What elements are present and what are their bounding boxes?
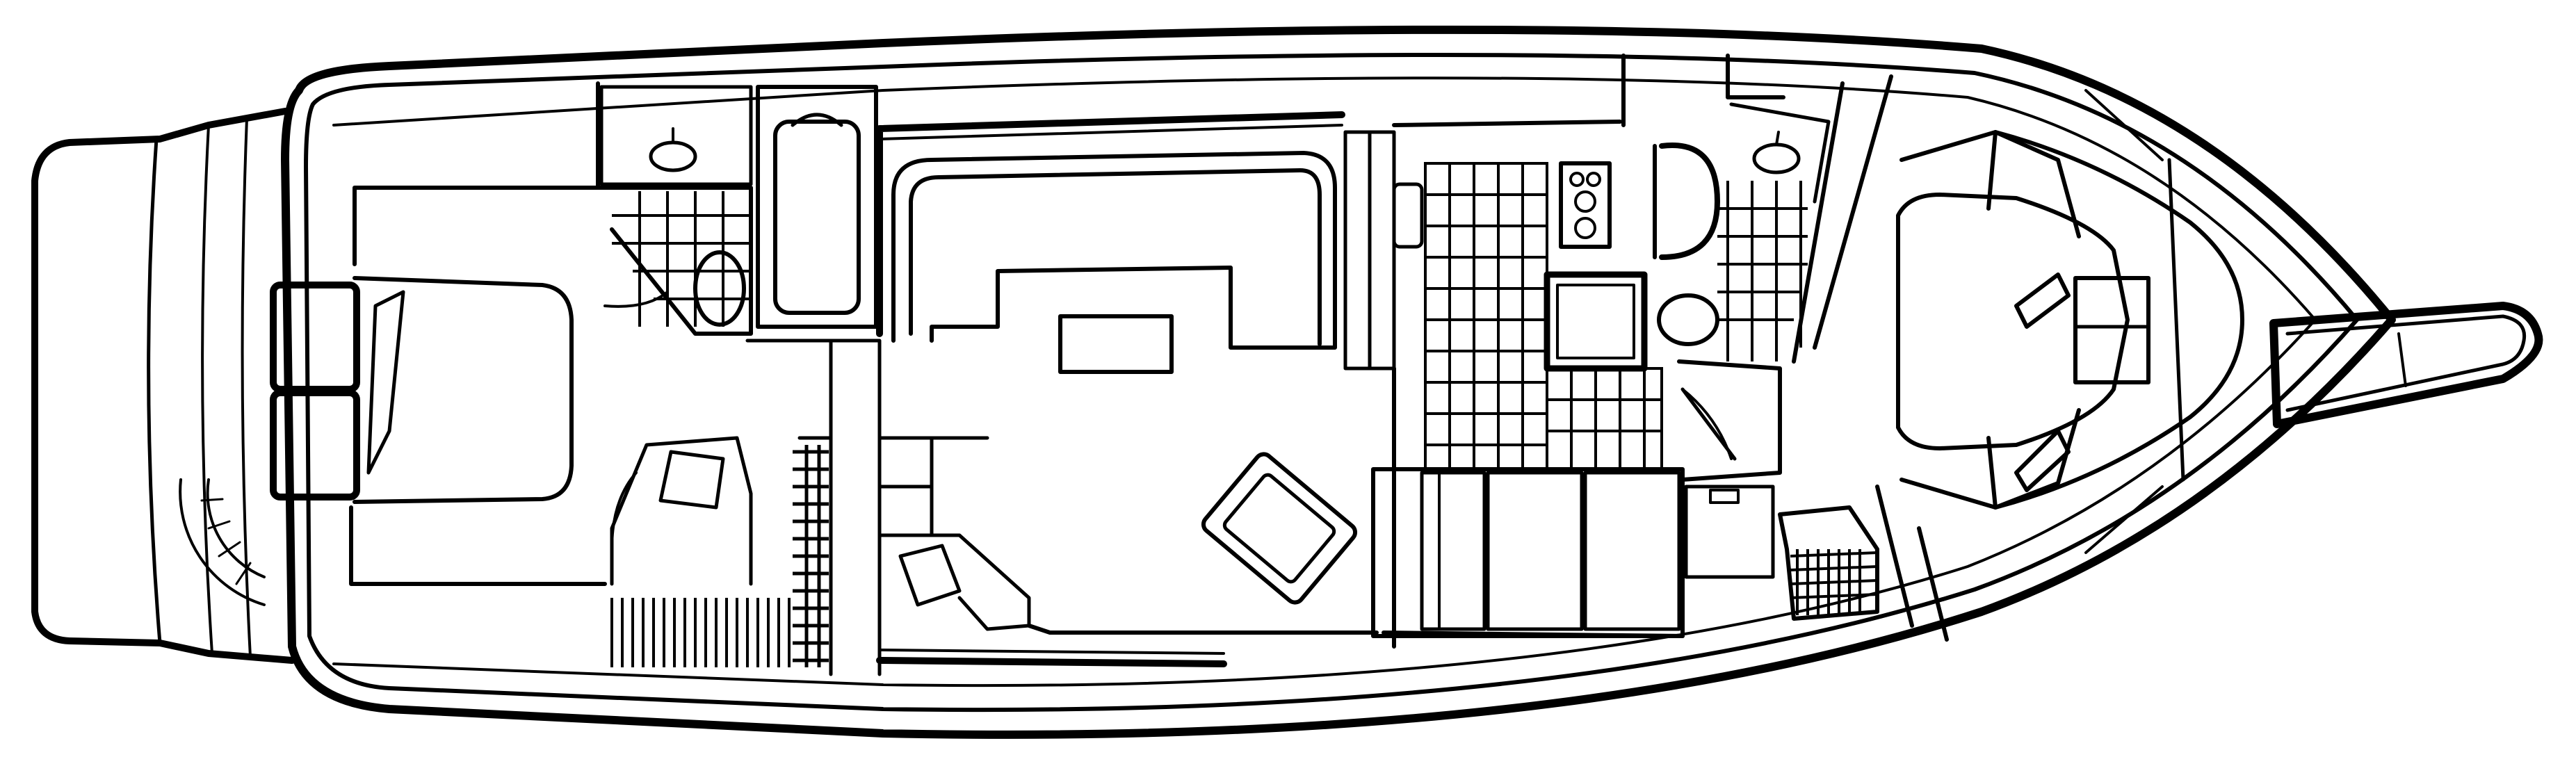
transom-door <box>270 282 360 501</box>
galley-walls <box>1382 120 1685 649</box>
companionway-stairs <box>610 339 989 676</box>
aft-stateroom-walls <box>349 186 607 586</box>
washer-dryer <box>1684 485 1775 579</box>
forward-head-walls <box>1621 54 1785 482</box>
salon-walls <box>876 111 1345 667</box>
refrigerator <box>1544 271 1648 372</box>
bedspread-fold <box>366 290 405 475</box>
wardrobe <box>610 436 753 586</box>
settee-back <box>909 168 1322 346</box>
aft-bed <box>353 276 574 504</box>
shower <box>756 85 878 329</box>
end-table <box>877 533 1031 631</box>
forward-sink <box>1752 143 1801 174</box>
bow-pulpit <box>2269 302 2543 428</box>
dinette <box>1371 467 1685 638</box>
forward-step-frame <box>1778 505 1879 621</box>
l-shaped-settee <box>891 151 1337 350</box>
aft-stateroom <box>349 186 753 586</box>
forward-stateroom <box>1792 74 2244 642</box>
wardrobe-door-arc <box>610 471 638 551</box>
salon <box>876 111 1379 667</box>
bow-locker-lines <box>2084 89 2164 554</box>
transom-line <box>201 124 213 655</box>
head-floor-tiles <box>1717 181 1808 361</box>
salon-step <box>877 436 989 537</box>
dinette-seat <box>1486 471 1584 631</box>
transom-line <box>241 117 252 658</box>
forward-toilet <box>1657 293 1719 346</box>
swim-platform-outline <box>31 108 295 664</box>
sink-faucet <box>1775 131 1780 146</box>
aft-head-walls <box>596 81 753 336</box>
bow-sprit <box>2269 302 2543 428</box>
swim-ladder-arc <box>206 478 266 578</box>
forward-stateroom-walls <box>1792 74 1949 642</box>
stair-treads <box>793 445 829 667</box>
v-berth-headboard <box>1986 130 2081 510</box>
forward-head <box>1621 54 1831 579</box>
refrigerator-inner <box>1556 284 1635 359</box>
bow-sprit-center <box>2397 332 2407 387</box>
swim-ladder-arc <box>179 478 266 606</box>
stair-hatching <box>610 598 791 667</box>
transom-seat-bottom <box>270 389 360 501</box>
forward-stairs <box>1778 505 1879 621</box>
vanity-counter <box>1729 102 1831 204</box>
cabinet-sink <box>1392 182 1424 249</box>
galley <box>1382 120 1685 649</box>
v-berth-mattress <box>1896 193 2130 450</box>
shower-door <box>1659 143 1720 260</box>
swim-platform <box>31 108 295 664</box>
swim-ladder-rungs <box>200 498 252 585</box>
washer-handle <box>1709 489 1740 504</box>
head-door <box>1680 387 1737 461</box>
bulkhead-cabinet <box>1343 130 1424 371</box>
v-berth-outline <box>1899 130 2244 510</box>
galley-floor-tiles <box>1424 162 1663 471</box>
pillow <box>2014 272 2071 492</box>
dinette-seat <box>1420 471 1487 631</box>
transom-line <box>147 137 162 645</box>
nightstand <box>2073 276 2150 384</box>
bow-bulkhead <box>2167 158 2185 482</box>
shower-tub <box>773 120 861 315</box>
burner <box>1569 172 1585 187</box>
salon-wall-inner <box>878 124 1343 655</box>
salon-floor-edge <box>1027 624 1379 635</box>
floor-tiles <box>612 191 750 327</box>
forward-step-hatch <box>1790 549 1878 615</box>
dinette-frame <box>1371 467 1685 638</box>
hull-inner <box>304 53 2359 713</box>
burner <box>1574 217 1596 239</box>
burner <box>1574 190 1596 213</box>
toilet <box>693 250 746 327</box>
vanity <box>599 85 753 186</box>
sink <box>649 140 697 172</box>
coffee-table <box>1058 314 1174 374</box>
dinette-seat <box>1583 471 1681 631</box>
aft-head <box>596 81 753 336</box>
burner <box>1586 172 1601 187</box>
armchair <box>1201 452 1358 605</box>
head-door-arc <box>604 291 669 308</box>
bow-sprit-inner <box>2285 314 2527 412</box>
shower-head <box>791 113 843 127</box>
stovetop <box>1559 161 1612 249</box>
stair-frame <box>745 339 882 676</box>
